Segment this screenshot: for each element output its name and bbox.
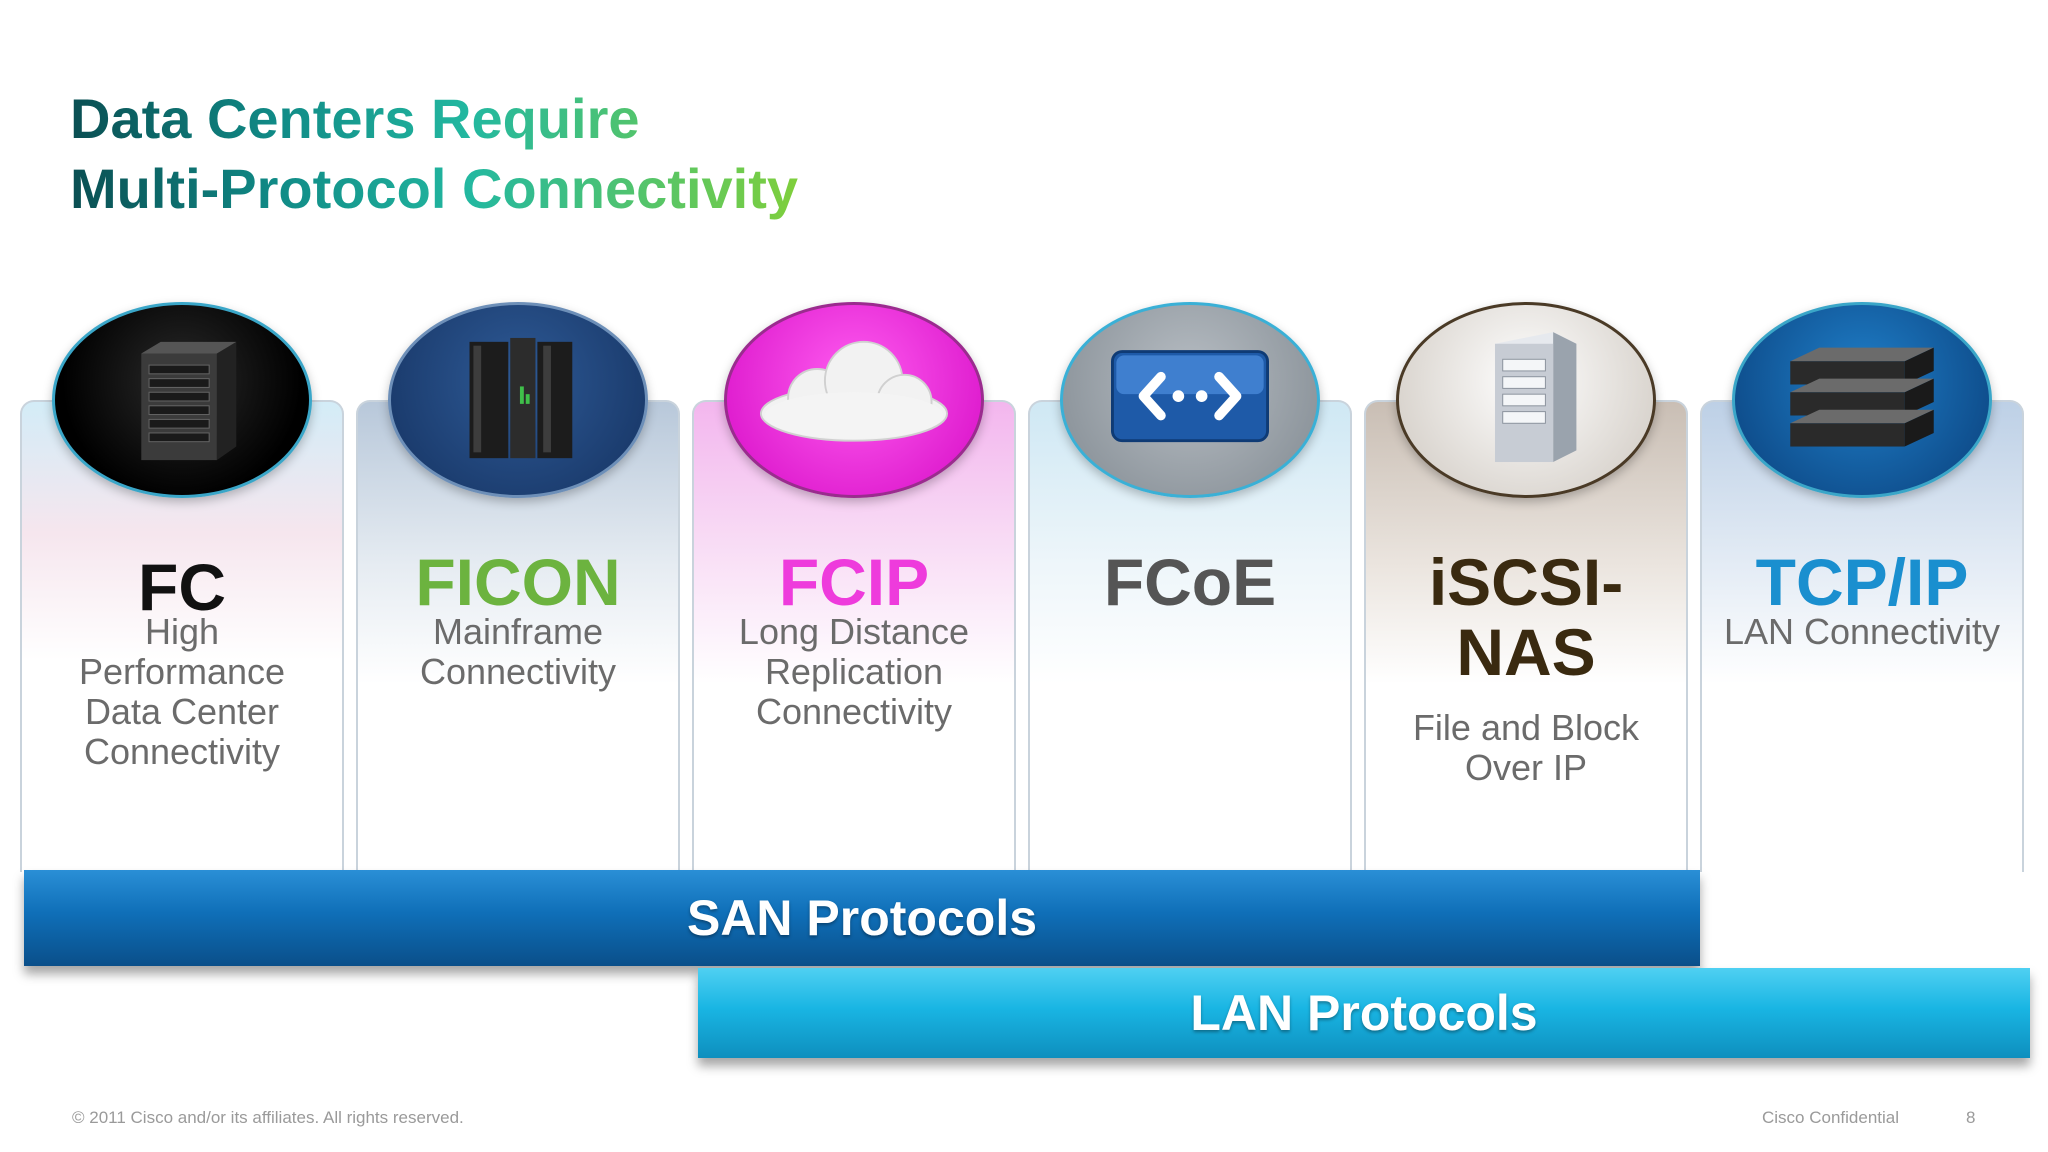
title-line-2: Multi-Protocol Connectivity [70, 157, 798, 220]
protocol-description: Mainframe Connectivity [419, 611, 617, 692]
page-number: 8 [1966, 1108, 1976, 1127]
protocol-name: FICON [415, 545, 621, 619]
protocol-name: TCP/IP [1755, 545, 1969, 619]
server-tower-icon [52, 302, 312, 498]
protocol-description: LAN Connectivity [1723, 611, 2001, 652]
confidential-label: Cisco Confidential [1762, 1108, 1900, 1127]
network-switch-stack-icon [1732, 302, 1992, 498]
bidirectional-arrows-icon [1060, 302, 1320, 498]
protocol-name: FC [138, 550, 226, 624]
protocol-name: FCoE [1103, 545, 1277, 619]
copyright-notice: © 2011 Cisco and/or its affiliates. All … [72, 1108, 464, 1127]
slide-title: Data Centers Require Multi-Protocol Conn… [70, 84, 798, 224]
san-protocols-label: SAN Protocols [686, 890, 1038, 946]
lan-protocols-label: LAN Protocols [1190, 985, 1538, 1041]
protocol-description: File and Block Over IP [1412, 707, 1640, 788]
protocol-name: iSCSI- NAS [1428, 545, 1624, 689]
protocol-description: Long Distance Replication Connectivity [738, 611, 970, 732]
storage-tower-icon [1396, 302, 1656, 498]
protocol-name: FCIP [778, 545, 930, 619]
cloud-icon [724, 302, 984, 498]
lan-protocols-bar: LAN Protocols [698, 968, 2030, 1058]
title-line-1: Data Centers Require [70, 87, 640, 150]
protocol-description: High Performance Data Center Connectivit… [78, 611, 286, 772]
mainframe-icon [388, 302, 648, 498]
san-protocols-bar: SAN Protocols [24, 870, 1700, 966]
